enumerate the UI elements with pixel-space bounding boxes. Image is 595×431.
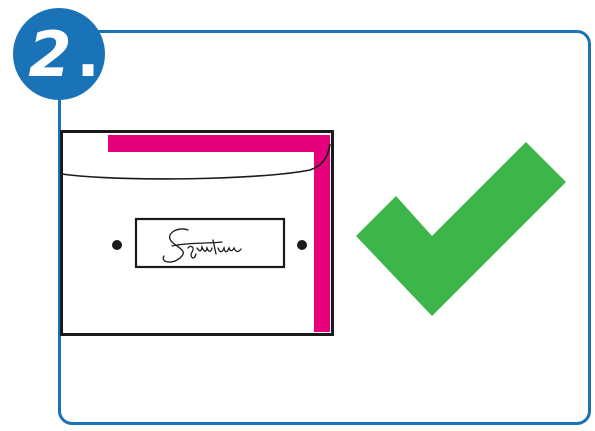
- right-dot: [297, 240, 307, 250]
- envelope-illustration: [60, 130, 335, 337]
- right-highlight-strip: [314, 135, 330, 332]
- top-highlight-strip: [108, 135, 330, 152]
- step-period: .: [76, 18, 100, 91]
- checkmark-graphic: [356, 138, 566, 320]
- checkmark-shape: [356, 142, 566, 316]
- left-dot: [112, 240, 122, 250]
- step-badge: 2 .: [4, 6, 114, 102]
- checkmark-icon: [356, 138, 566, 320]
- envelope-graphic: [60, 130, 335, 337]
- step-number: 2: [28, 18, 71, 91]
- step-badge-graphic: 2 .: [4, 6, 114, 102]
